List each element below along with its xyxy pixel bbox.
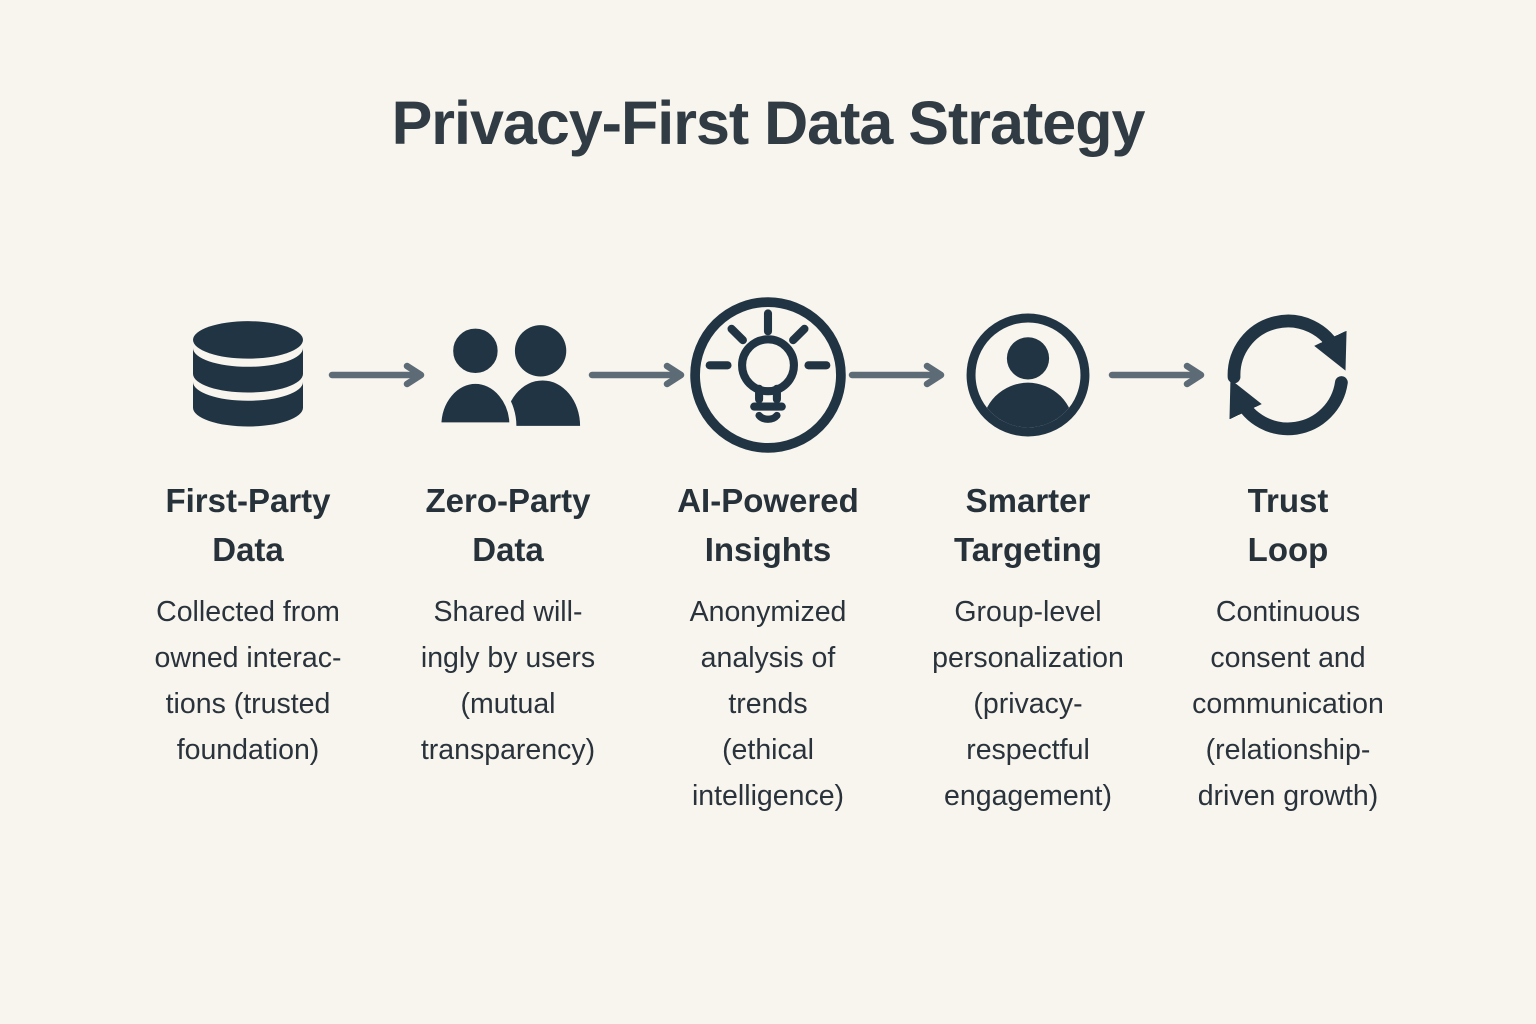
stage-ai-powered-insights: AI-Powered Insights Anonymized analysis … [638, 290, 898, 819]
trust-loop-icon [1217, 304, 1359, 446]
stage-icon-area [687, 290, 849, 460]
stage-title: First-Party Data [165, 482, 331, 568]
users-icon [429, 323, 587, 427]
stage-icon-area [964, 290, 1092, 460]
stage-icon-area [189, 290, 307, 460]
person-target-icon [964, 311, 1092, 439]
stage-icon-area [429, 290, 587, 460]
stage-trust-loop: Trust Loop Continuous consent and commun… [1158, 290, 1418, 819]
stage-title: Zero-Party Data [425, 482, 591, 568]
stage-first-party-data: First-Party Data Collected from owned in… [118, 290, 378, 819]
stage-columns: First-Party Data Collected from owned in… [118, 290, 1418, 819]
stage-icon-area [1217, 290, 1359, 460]
lightbulb-insight-icon [687, 294, 849, 456]
process-flow-diagram: First-Party Data Collected from owned in… [118, 290, 1418, 819]
right-arrow-icon [326, 362, 430, 388]
stage-description: Continuous consent and communication (re… [1192, 596, 1384, 812]
stage-zero-party-data: Zero-Party Data Shared will- ingly by us… [378, 290, 638, 819]
stage-smarter-targeting: Smarter Targeting Group-level personaliz… [898, 290, 1158, 819]
stage-description: Anonymized analysis of trends (ethical i… [689, 596, 847, 812]
database-icon [189, 320, 307, 430]
stage-description: Group-level personalization (privacy- re… [932, 596, 1124, 812]
right-arrow-icon [1106, 362, 1210, 388]
page-title: Privacy-First Data Strategy [391, 89, 1146, 157]
stage-title: Smarter Targeting [954, 482, 1102, 568]
stage-title: AI-Powered Insights [677, 482, 859, 568]
stage-title: Trust Loop [1247, 482, 1329, 568]
right-arrow-icon [586, 362, 690, 388]
stage-description: Shared will- ingly by users (mutual tran… [420, 596, 596, 766]
stage-description: Collected from owned interac- tions (tru… [154, 596, 342, 766]
right-arrow-icon [846, 362, 950, 388]
